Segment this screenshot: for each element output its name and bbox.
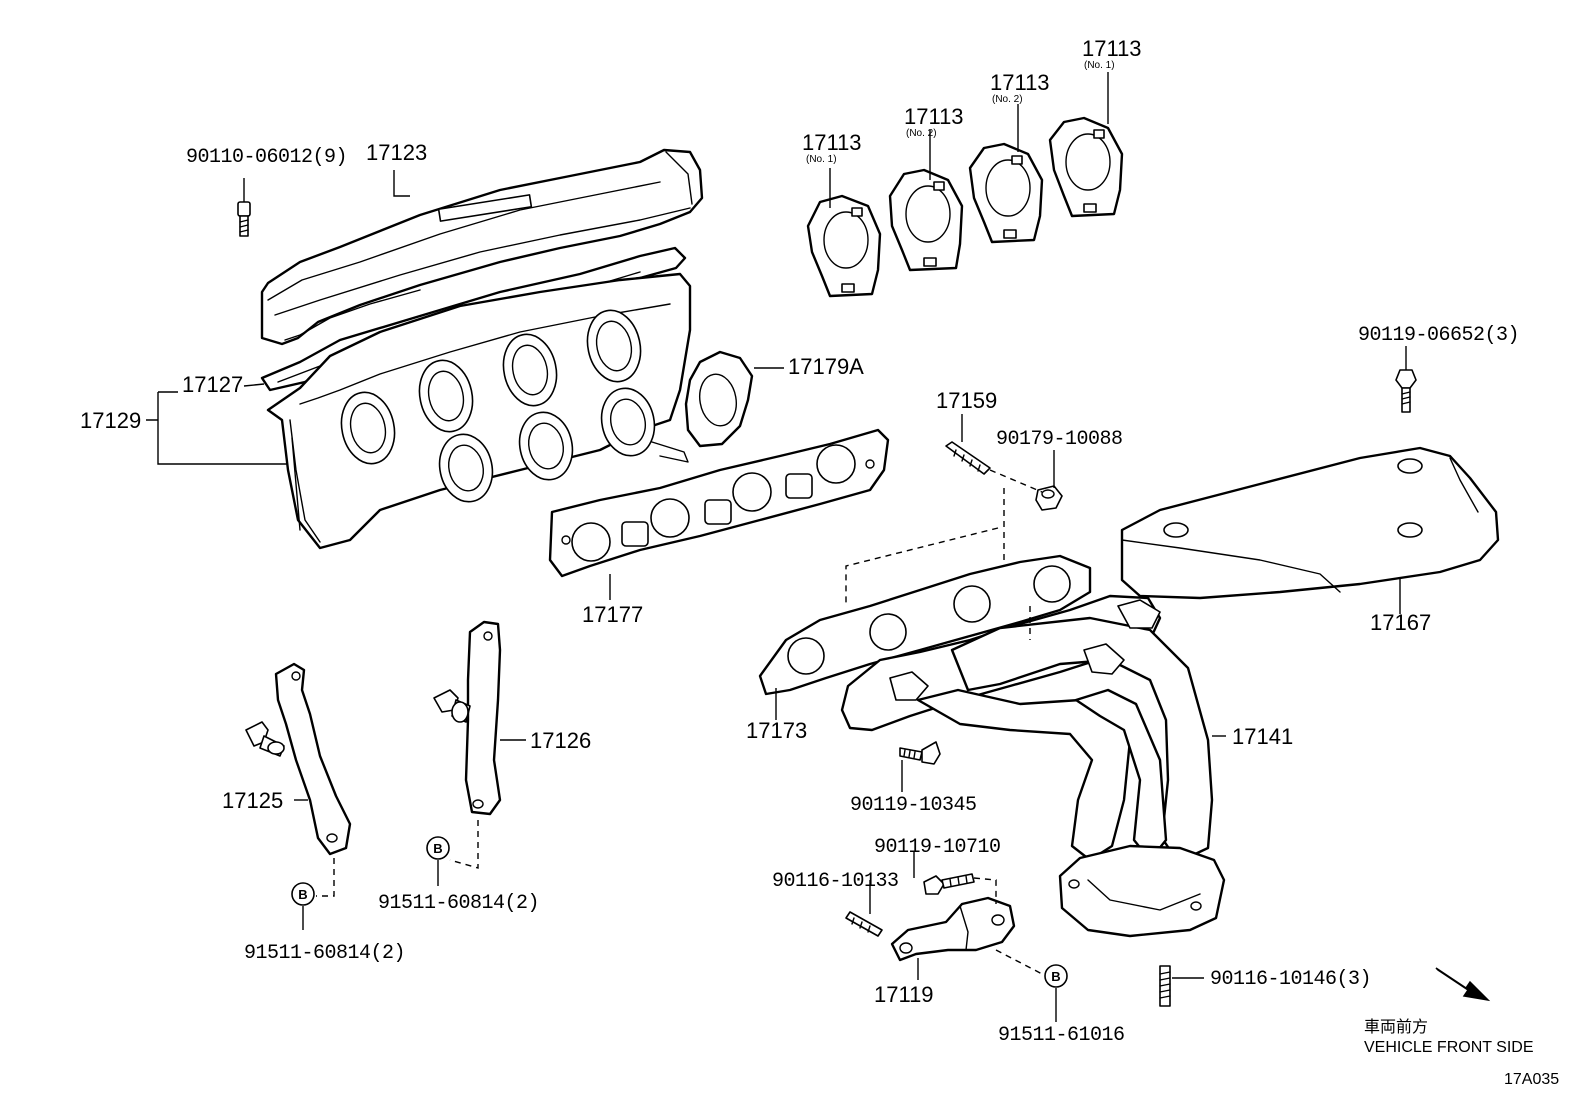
b-mark-left: B — [291, 882, 315, 906]
manifold-heat-insulator-upper[interactable] — [260, 148, 704, 346]
manifold-heat-insulator-lower[interactable] — [266, 272, 692, 550]
exhaust-port-liner-no1-a[interactable] — [806, 194, 882, 298]
b-mark-middle: B — [426, 836, 450, 860]
label-90119-10345: 90119-10345 — [850, 794, 977, 817]
svg-text:B: B — [1051, 969, 1060, 984]
label-17113-no2-b: 17113 — [990, 70, 1050, 95]
manifold-heat-insulator-17167[interactable] — [1120, 446, 1500, 600]
figure-code: 17A035 — [1504, 1071, 1559, 1088]
assembly-line-stud — [989, 469, 1043, 493]
label-17113-no1-b: 17113 — [1082, 36, 1142, 61]
label-90179-10088: 90179-10088 — [996, 428, 1123, 451]
bolt-90119-10710[interactable] — [923, 873, 975, 895]
sublabel-no2-b: (No. 2) — [992, 94, 1023, 105]
label-90116-10133: 90116-10133 — [772, 870, 899, 893]
label-91511-61016: 91511-61016 — [998, 1024, 1125, 1047]
vehicle-front-arrow-icon — [1435, 967, 1491, 1002]
label-91511-60814-left: 91511-60814(2) — [244, 942, 405, 965]
vehicle-front-label-en: VEHICLE FRONT SIDE — [1364, 1039, 1534, 1056]
label-17126: 17126 — [530, 728, 591, 753]
label-90110-06012: 90110-06012(9) — [186, 146, 347, 169]
label-17113-no1-a: 17113 — [802, 130, 862, 155]
label-17179a: 17179A — [788, 354, 864, 379]
manifold-bracket-17126[interactable] — [433, 620, 502, 816]
label-17141: 17141 — [1232, 724, 1293, 749]
exhaust-pipe-gasket-17173[interactable] — [758, 554, 1092, 696]
label-17167: 17167 — [1370, 610, 1431, 635]
assembly-line-b1 — [316, 858, 335, 897]
b-mark-right: B — [1044, 964, 1068, 988]
svg-text:B: B — [298, 887, 307, 902]
stud-90116-10146[interactable] — [1159, 965, 1171, 1007]
exhaust-manifold-stay-17119[interactable] — [890, 896, 1016, 962]
manifold-bracket-17125[interactable] — [245, 662, 352, 856]
label-17159: 17159 — [936, 388, 997, 413]
svg-text:B: B — [433, 841, 442, 856]
label-17127: 17127 — [182, 372, 243, 397]
assembly-line-b2 — [449, 820, 479, 869]
exhaust-port-liner-no2-a[interactable] — [888, 168, 964, 272]
label-91511-60814-middle: 91511-60814(2) — [378, 892, 539, 915]
exhaust-manifold-gasket-17177[interactable] — [548, 428, 890, 578]
exhaust-port-liner-no1-b[interactable] — [1048, 116, 1124, 218]
label-17173: 17173 — [746, 718, 807, 743]
stud-17159[interactable] — [945, 441, 991, 475]
exhaust-manifold-17141[interactable] — [840, 594, 1226, 938]
sublabel-no2-a: (No. 2) — [906, 128, 937, 139]
label-17125: 17125 — [222, 788, 283, 813]
bolt-90110-06012[interactable] — [237, 201, 251, 237]
label-17119: 17119 — [874, 982, 934, 1007]
label-17113-no2-a: 17113 — [904, 104, 964, 129]
label-90116-10146: 90116-10146(3) — [1210, 968, 1371, 991]
label-17123: 17123 — [366, 140, 427, 165]
bolt-90119-10345[interactable] — [899, 741, 941, 765]
sublabel-no1-a: (No. 1) — [806, 154, 837, 165]
vehicle-front-label-jp: 車両前方 — [1364, 1018, 1428, 1036]
bolt-90119-06652[interactable] — [1395, 369, 1417, 413]
stud-90116-10133[interactable] — [845, 911, 883, 937]
exhaust-port-liner-no2-b[interactable] — [968, 142, 1044, 244]
leader-lines — [146, 72, 1407, 1022]
sublabel-no1-b: (No. 1) — [1084, 60, 1115, 71]
exhaust-port-gasket-17179a[interactable] — [684, 350, 754, 448]
label-90119-06652: 90119-06652(3) — [1358, 324, 1519, 347]
nut-90179-10088[interactable] — [1035, 485, 1063, 511]
label-17177: 17177 — [582, 602, 643, 627]
assembly-line-stay — [973, 606, 1047, 977]
label-17129: 17129 — [80, 408, 141, 433]
label-90119-10710: 90119-10710 — [874, 836, 1001, 859]
assembly-line-gasket — [845, 488, 1005, 606]
